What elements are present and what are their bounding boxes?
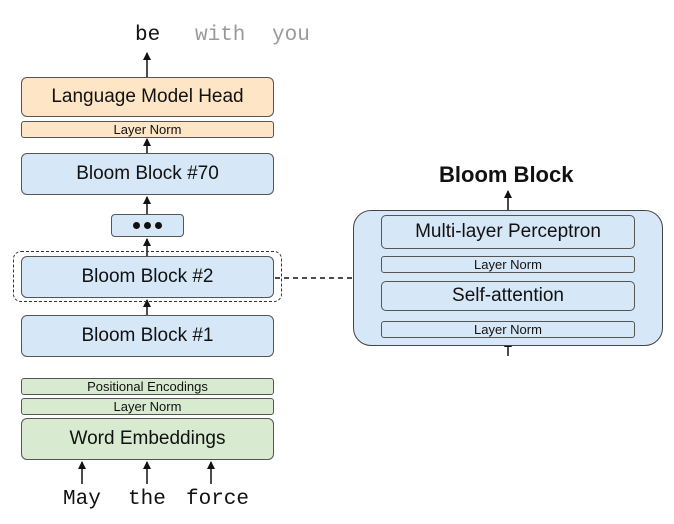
input-token-may: May — [63, 488, 101, 511]
output-token-you: you — [272, 24, 310, 47]
word-embeddings-box: Word Embeddings — [21, 418, 274, 460]
positional-encodings-box: Positional Encodings — [21, 378, 274, 395]
ellipsis-dot — [133, 222, 140, 229]
bloom-block-2-box: Bloom Block #2 — [21, 256, 274, 298]
language-model-head-box: Language Model Head — [21, 77, 274, 117]
bloom-block-1-box: Bloom Block #1 — [21, 315, 274, 357]
bloom-block-2-dashed-outline — [13, 251, 282, 302]
ellipsis-box — [111, 214, 184, 237]
output-token-be: be — [135, 24, 161, 47]
bloom-block-70-box: Bloom Block #70 — [21, 153, 274, 195]
bloom-block-detail-title: Bloom Block — [439, 162, 574, 187]
top-layer-norm-box: Layer Norm — [21, 121, 274, 138]
input-token-the: the — [128, 488, 166, 511]
self-attention-box: Self-attention — [381, 281, 635, 311]
output-token-with: with — [195, 24, 246, 47]
ellipsis-dot — [155, 222, 162, 229]
mlp-box: Multi-layer Perceptron — [381, 215, 635, 249]
bottom-layer-norm-box: Layer Norm — [21, 398, 274, 415]
detail-bottom-layer-norm-box: Layer Norm — [381, 321, 635, 338]
ellipsis-dot — [144, 222, 151, 229]
input-token-force: force — [186, 488, 250, 511]
detail-top-layer-norm-box: Layer Norm — [381, 256, 635, 273]
